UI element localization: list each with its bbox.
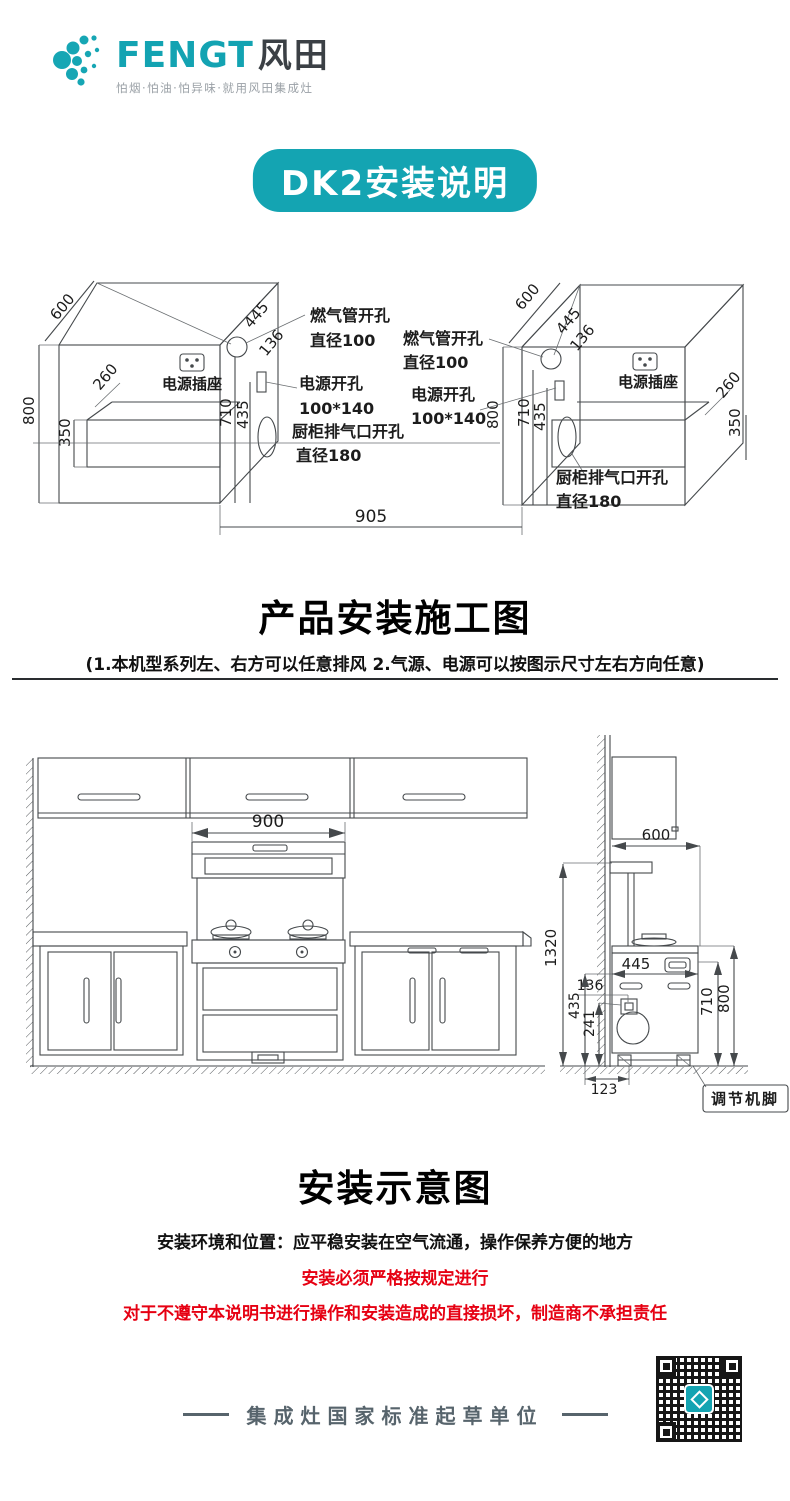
burner-left xyxy=(210,919,252,940)
brand-text: FENGT 风田 怕烟·怕油·怕异味·就用风田集成灶 xyxy=(116,28,330,96)
dim-260-right: 260 xyxy=(712,368,744,402)
section2: 安装示意图 安装环境和位置：应平稳安装在空气流通，操作保养方便的地方 安装必须严… xyxy=(0,1158,790,1324)
exhaust-label-right-1: 厨柜排气口开孔 xyxy=(556,468,668,487)
gas-hole-label-left-1: 燃气管开孔 xyxy=(310,306,390,325)
exhaust-label-left-1: 厨柜排气口开孔 xyxy=(292,422,404,441)
socket-label-left: 电源插座 xyxy=(162,375,222,393)
exhaust-hole-right xyxy=(557,416,577,458)
gas-pipe-hole xyxy=(226,336,248,358)
left-cabinet xyxy=(58,281,280,505)
dim-710-right: 710 xyxy=(515,398,533,427)
power-opening-right xyxy=(554,380,565,401)
dim-445-left: 445 xyxy=(240,298,272,332)
footer: 集成灶国家标准起草单位 xyxy=(0,1400,790,1429)
dim-900: 900 xyxy=(252,812,284,832)
dim-350-left: 350 xyxy=(56,418,74,447)
dim-445-side: 445 xyxy=(622,955,651,973)
side-elevation: 600 1320 xyxy=(542,735,789,1113)
dim-800-left: 800 xyxy=(20,396,38,425)
cabinet-handle xyxy=(77,793,141,801)
control-knob xyxy=(295,945,309,959)
power-hole-label-right-2: 100*140 xyxy=(411,409,486,428)
socket-label-right: 电源插座 xyxy=(618,373,678,391)
dim-241: 241 xyxy=(582,1010,598,1037)
foot-callout-label: 调节机脚 xyxy=(711,1090,779,1108)
socket-box-side xyxy=(620,998,638,1015)
qr-finder-icon xyxy=(656,1422,676,1442)
wall-cabinet-side xyxy=(611,756,677,840)
gas-pipe-hole-right xyxy=(540,348,562,370)
power-opening xyxy=(256,371,267,393)
qr-code xyxy=(656,1356,742,1442)
front-elevation: 900 xyxy=(26,757,545,1074)
qr-finder-icon xyxy=(656,1356,676,1376)
foot-callout-box xyxy=(702,1084,789,1113)
exhaust-label-right-2: 直径180 xyxy=(556,492,621,511)
dim-136-side: 136 xyxy=(577,978,604,994)
base-cabinet-right xyxy=(349,930,532,1056)
counter-ledge xyxy=(609,861,653,874)
brand-logo: FENGT 风田 怕烟·怕油·怕异味·就用风田集成灶 xyxy=(50,28,330,96)
fengtian-logo-icon xyxy=(53,35,100,86)
dim-1320: 1320 xyxy=(542,929,560,967)
doc-title-banner: DK2安装说明 xyxy=(252,149,538,212)
oven-handle-side xyxy=(664,957,691,973)
power-hole-label-right-1: 电源开孔 xyxy=(411,385,475,404)
footer-dash-right xyxy=(561,1413,608,1416)
brand-name-cn: 风田 xyxy=(257,36,330,76)
brand-name-en: FENGT xyxy=(116,35,254,76)
cabinet-handle xyxy=(402,793,466,801)
gas-hole-label-right-1: 燃气管开孔 xyxy=(403,329,483,348)
footer-text: 集成灶国家标准起草单位 xyxy=(246,1404,544,1428)
gas-hole-label-left-2: 直径100 xyxy=(310,331,375,350)
gas-hole-label-right-2: 直径100 xyxy=(403,353,468,372)
base-cabinet-left xyxy=(32,931,188,1056)
integrated-stove-front xyxy=(191,841,346,1064)
power-socket-icon-right xyxy=(632,352,658,371)
power-hole-label-left-1: 电源开孔 xyxy=(299,374,363,393)
install-warning-2: 对于不遵守本说明书进行操作和安装造成的直接损坏，制造商不承担责任 xyxy=(123,1304,667,1324)
qr-finder-icon xyxy=(722,1356,742,1376)
install-environment-text: 安装环境和位置：应平稳安装在空气流通，操作保养方便的地方 xyxy=(157,1233,633,1253)
section-divider xyxy=(12,678,778,680)
dim-710-left: 710 xyxy=(217,398,235,427)
section1: 产品安装施工图 (1.本机型系列左、右方可以任意排风 2.气源、电源可以按图示尺… xyxy=(0,588,790,675)
dim-710-side: 710 xyxy=(698,987,716,1016)
dim-800-side: 800 xyxy=(715,984,733,1013)
dim-600-side: 600 xyxy=(642,826,671,844)
dim-435-left: 435 xyxy=(234,400,252,429)
exhaust-label-left-2: 直径180 xyxy=(296,446,361,465)
right-cabinet-labels: 燃气管开孔 直径100 电源开孔 100*140 厨柜排气口开孔 直径180 电… xyxy=(403,329,678,511)
bottom-installation-diagram: 900 xyxy=(26,735,789,1113)
exhaust-hole xyxy=(257,416,277,458)
exhaust-hole-side xyxy=(616,1011,650,1045)
qr-center-logo-icon xyxy=(684,1384,714,1414)
power-hole-label-left-2: 100*140 xyxy=(299,399,374,418)
cabinet-handle xyxy=(245,793,309,801)
section2-title: 安装示意图 xyxy=(297,1167,493,1210)
dim-123: 123 xyxy=(591,1082,618,1098)
power-socket-icon xyxy=(179,353,205,372)
control-knob xyxy=(228,945,242,959)
dim-350-right: 350 xyxy=(726,408,744,437)
section1-title: 产品安装施工图 xyxy=(258,597,532,640)
brand-tagline: 怕烟·怕油·怕异味·就用风田集成灶 xyxy=(116,81,314,95)
footer-dash-left xyxy=(182,1413,229,1416)
dim-905-group: 905 xyxy=(219,505,523,535)
section1-subtitle: (1.本机型系列左、右方可以任意排风 2.气源、电源可以按图示尺寸左右方向任意) xyxy=(85,655,705,675)
dim-435-right: 435 xyxy=(531,402,549,431)
left-cabinet-labels: 燃气管开孔 直径100 电源开孔 100*140 厨柜排气口开孔 直径180 电… xyxy=(162,306,404,465)
integrated-stove-side xyxy=(611,933,699,1067)
dim-260-left: 260 xyxy=(89,360,121,394)
top-installation-diagram: 600 800 350 260 445 136 710 435 燃气管开孔 直 xyxy=(20,280,747,535)
install-warning-1: 安装必须严格按规定进行 xyxy=(301,1269,489,1289)
burner-right xyxy=(287,919,329,940)
dim-435-side: 435 xyxy=(567,992,583,1019)
dim-905: 905 xyxy=(355,507,387,527)
right-cabinet xyxy=(520,283,745,507)
dim-600-left: 600 xyxy=(46,290,78,324)
